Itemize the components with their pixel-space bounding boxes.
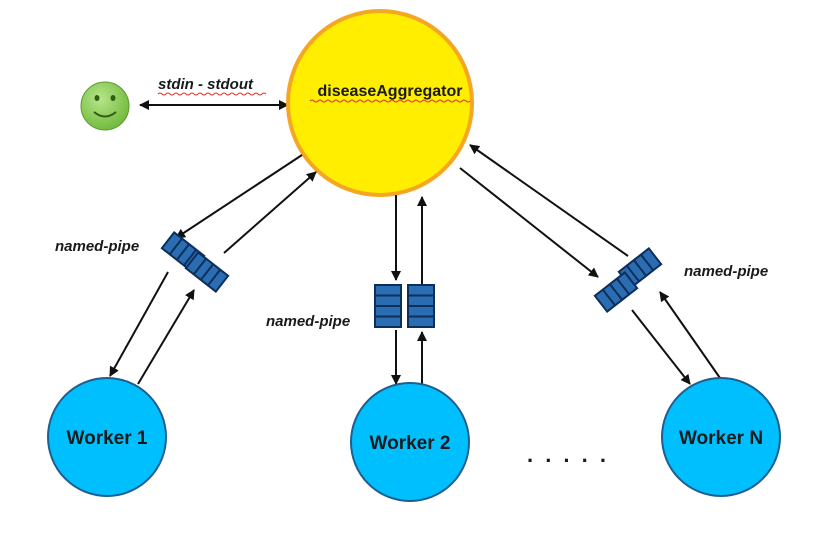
stdin-stdout-label: stdin - stdout — [158, 76, 254, 93]
ellipsis-more-workers: . . . . . — [527, 442, 609, 467]
workerN-label: Worker N — [679, 428, 763, 449]
pipe1-fifo-icon — [160, 231, 230, 293]
spell-underline — [157, 92, 267, 96]
pipe2-fifo-icon — [374, 284, 435, 328]
smiley-face-icon — [80, 81, 130, 131]
arrow-pipe1-to-agg — [223, 171, 317, 254]
spell-underline — [309, 99, 471, 103]
pipeN-label: named-pipe — [684, 263, 768, 280]
arrow-pipeN-to-workerN — [631, 309, 691, 385]
worker1-node: Worker 1 — [47, 377, 167, 497]
worker2-label: Worker 2 — [370, 433, 451, 454]
arrow-pipe1-to-worker1 — [109, 271, 169, 377]
arrow-worker1-to-pipe1 — [137, 289, 195, 385]
pipeN-fifo-icon — [593, 247, 663, 313]
workerN-node: Worker N — [661, 377, 781, 497]
pipe1-label: named-pipe — [55, 238, 139, 255]
arrow-agg-to-pipe1 — [175, 154, 303, 239]
pipe2-label: named-pipe — [266, 313, 350, 330]
arrow-agg-to-pipeN — [459, 167, 599, 278]
arrow-pipeN-to-agg — [469, 144, 629, 257]
aggregator-label: diseaseAggregator — [318, 83, 463, 100]
arrow-workerN-to-pipeN — [659, 291, 721, 379]
worker2-node: Worker 2 — [350, 382, 470, 502]
worker1-label: Worker 1 — [67, 428, 148, 449]
aggregator-node: diseaseAggregator — [286, 9, 474, 197]
